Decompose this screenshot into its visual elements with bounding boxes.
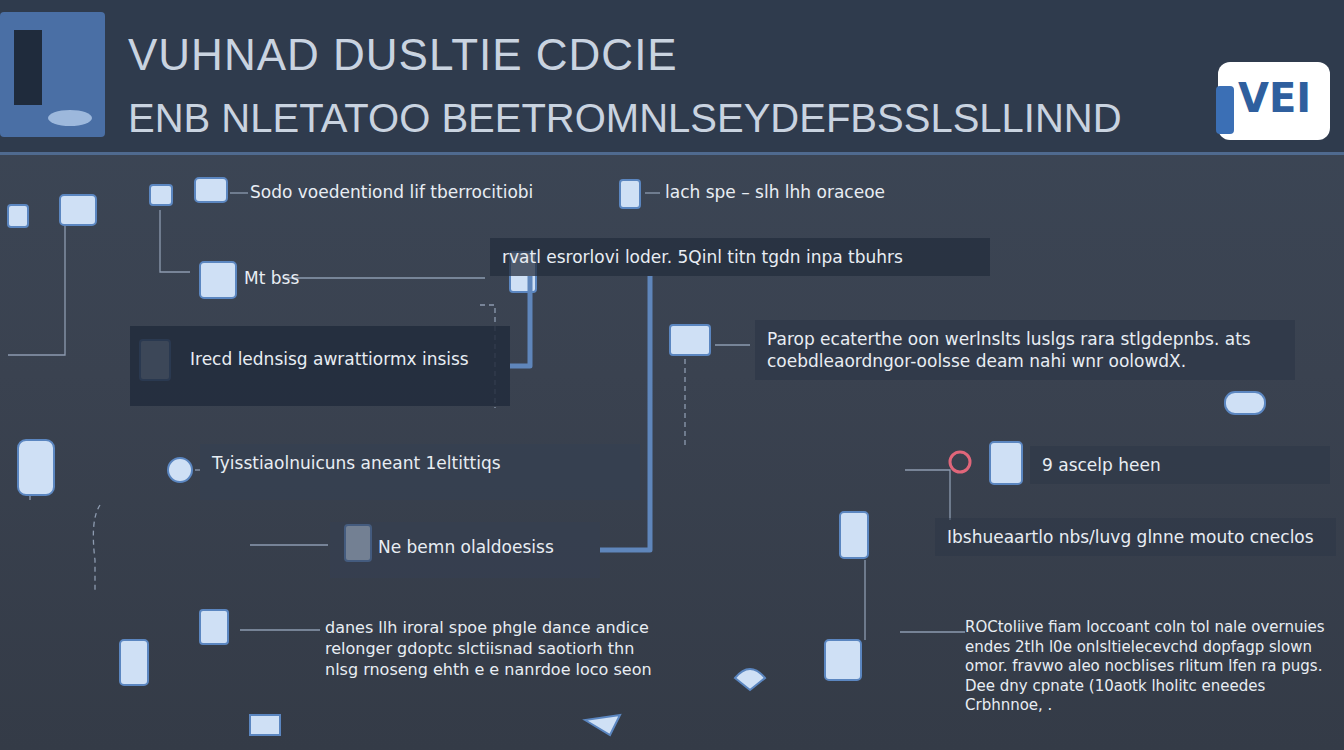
note-text: Mt bss bbox=[244, 267, 314, 289]
box-text: Ne bemn olaldoesiss bbox=[378, 536, 588, 558]
title: VUHNAD DUSLTIE CDCIE bbox=[128, 30, 678, 80]
info-box: Ne bemn olaldoesiss bbox=[330, 522, 600, 578]
box-text: 9 ascelp heen bbox=[1042, 454, 1318, 476]
box-text: Irecd lednsisg awrattiormx insiss bbox=[190, 348, 496, 370]
body-note: danes llh iroral spoe phgle dance andice… bbox=[325, 618, 655, 680]
body-note: ROCtoliive fiam loccoant coln tol nale o… bbox=[965, 618, 1335, 716]
box-text: Parop ecaterthe oon werlnslts luslgs rar… bbox=[767, 328, 1283, 372]
box-text: Ibshueaartlo nbs/luvg glnne mouto cneclo… bbox=[947, 526, 1324, 548]
note-text: lach spe – slh lhh oraceoe bbox=[665, 181, 965, 203]
connector bbox=[600, 276, 650, 550]
box-text: Tyisstiaolnuicuns aneant 1eltittiqs bbox=[212, 452, 628, 474]
corner-icon bbox=[0, 12, 105, 137]
note-text: Sodo voedentiond lif tberrocitiobi bbox=[250, 181, 580, 203]
subtitle: ENB NLETATOO BEETROMNLSEYDEFBSSLSLLINND bbox=[128, 92, 1208, 144]
box-text: rvatl esrorlovi loder. 5Qinl titn tgdn i… bbox=[502, 246, 978, 268]
logo-mark bbox=[1216, 86, 1234, 134]
info-box: Irecd lednsisg awrattiormx insiss bbox=[130, 326, 510, 406]
connector bbox=[510, 276, 530, 366]
info-box: 9 ascelp heen bbox=[1030, 446, 1330, 484]
info-box: Parop ecaterthe oon werlnslts luslgs rar… bbox=[755, 320, 1295, 380]
info-box: Ibshueaartlo nbs/luvg glnne mouto cneclo… bbox=[935, 518, 1336, 556]
info-box: rvatl esrorlovi loder. 5Qinl titn tgdn i… bbox=[490, 238, 990, 276]
red-ring-icon bbox=[950, 452, 970, 472]
banner-rule bbox=[0, 152, 1344, 155]
logo-badge bbox=[1218, 62, 1330, 140]
info-box: Tyisstiaolnuicuns aneant 1eltittiqs bbox=[200, 444, 640, 500]
logo-text: VEI bbox=[1238, 72, 1328, 124]
title-banner bbox=[0, 0, 1344, 152]
